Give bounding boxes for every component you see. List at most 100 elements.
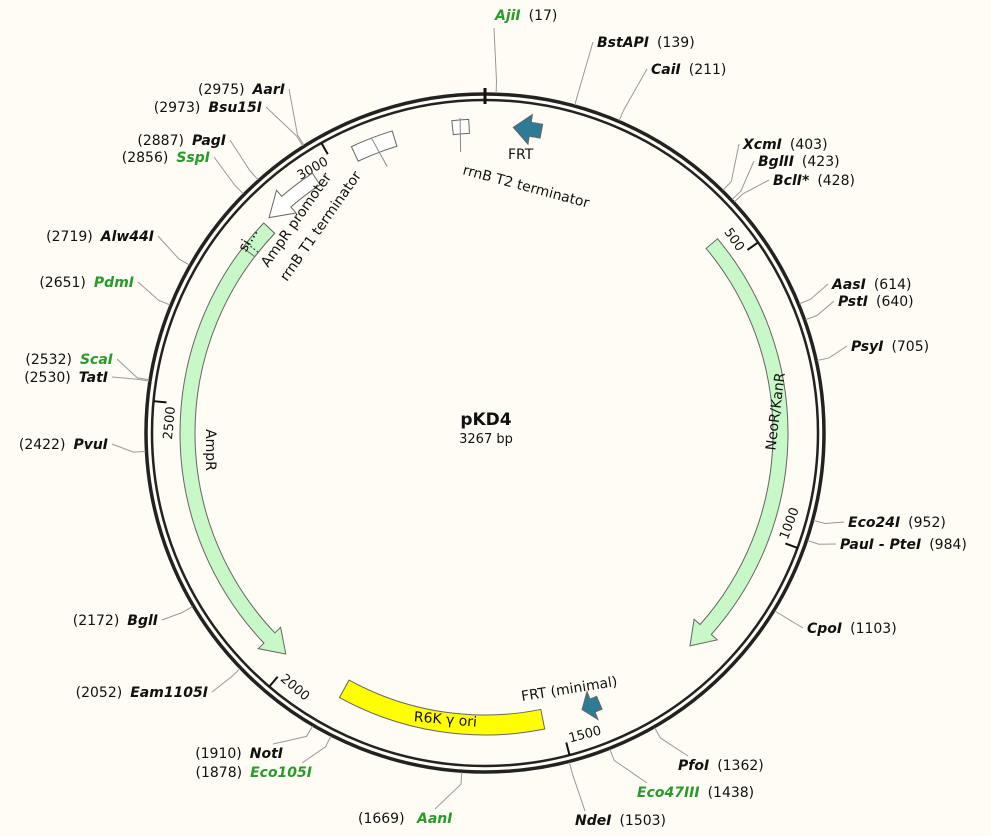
site-label-psti[interactable]: PstI (640) bbox=[838, 294, 914, 310]
tick-mark bbox=[565, 742, 571, 756]
site-position: (952) bbox=[908, 515, 946, 531]
site-position: (2887) bbox=[137, 133, 184, 149]
site-position: (403) bbox=[790, 137, 828, 153]
site-position: (1103) bbox=[850, 621, 897, 637]
site-name: Eco24I bbox=[848, 515, 900, 531]
site-label-eam1105i[interactable]: (2052) Eam1105I bbox=[76, 685, 208, 701]
site-label-psyi[interactable]: PsyI(705) bbox=[851, 339, 929, 355]
site-position: (705) bbox=[891, 339, 929, 355]
site-name: BstAPI bbox=[597, 35, 649, 51]
leader-line bbox=[111, 443, 146, 453]
site-name: AarI bbox=[252, 82, 285, 98]
site-name: PagI bbox=[192, 133, 226, 149]
leader-line bbox=[722, 143, 740, 191]
site-label-alw44i[interactable]: (2719) Alw44I bbox=[46, 229, 154, 245]
leader-line bbox=[213, 156, 244, 195]
rrnb-t2-connector bbox=[459, 117, 462, 153]
site-label-aasi[interactable]: AasI(614) bbox=[831, 277, 911, 293]
leader-line bbox=[731, 160, 755, 200]
feature-frt[interactable] bbox=[512, 113, 544, 146]
site-label-noti[interactable]: (1910)NotI bbox=[195, 746, 283, 762]
leader-line bbox=[774, 610, 804, 629]
site-label-bstapi[interactable]: BstAPI (139) bbox=[597, 35, 695, 51]
site-position: (1362) bbox=[717, 758, 764, 774]
site-label-bgli[interactable]: (2172)BglI bbox=[73, 613, 158, 629]
site-position: (640) bbox=[876, 294, 914, 310]
leader-line bbox=[161, 605, 193, 621]
site-label-aani[interactable]: (1669) AanI bbox=[358, 811, 452, 827]
feature-label-rrnb-t2: rrnB T2 terminator bbox=[461, 162, 591, 211]
site-label-ndei[interactable]: NdeI(1503) bbox=[575, 813, 666, 829]
site-label-aari[interactable]: (2975)AarI bbox=[198, 82, 285, 98]
site-label-eco105i[interactable]: (1878)Eco105I bbox=[196, 765, 312, 781]
site-name: TatI bbox=[79, 370, 108, 386]
leader-line bbox=[265, 106, 304, 147]
site-leader-lines bbox=[111, 27, 848, 812]
site-name: NdeI bbox=[575, 813, 611, 829]
feature-rrnb-t1-terminator[interactable] bbox=[350, 130, 398, 162]
site-label-caii[interactable]: CaiI(211) bbox=[651, 62, 726, 78]
feature-label-frt: FRT bbox=[508, 147, 534, 163]
site-name: AanI bbox=[416, 811, 452, 827]
site-position: (1438) bbox=[708, 785, 755, 801]
tick-mark bbox=[268, 676, 279, 688]
site-label-sspi[interactable]: (2856)SspI bbox=[122, 150, 210, 166]
site-name: PdmI bbox=[94, 275, 134, 291]
feature-frt-minimal[interactable] bbox=[581, 690, 603, 721]
site-label-scai[interactable]: (2532)ScaI bbox=[25, 352, 113, 368]
site-label-paui-ptei[interactable]: PauI - PteI (984) bbox=[840, 537, 967, 553]
tick-label: 2000 bbox=[277, 671, 312, 704]
site-label-pagi[interactable]: (2887) PagI bbox=[137, 133, 226, 149]
feature-ampr[interactable] bbox=[179, 222, 287, 655]
site-position: (211) bbox=[689, 62, 727, 78]
feature-label-frt-minimal: FRT (minimal) bbox=[520, 674, 618, 705]
site-position: (984) bbox=[929, 537, 967, 553]
leader-line bbox=[609, 749, 648, 784]
leader-line bbox=[211, 668, 241, 693]
leader-line bbox=[111, 376, 150, 382]
site-position: (17) bbox=[529, 8, 558, 24]
leader-line bbox=[654, 727, 689, 757]
leader-line bbox=[137, 281, 171, 306]
feature-neor-kanr[interactable] bbox=[689, 238, 789, 647]
site-label-cpoi[interactable]: CpoI (1103) bbox=[807, 621, 897, 637]
leader-line bbox=[229, 139, 259, 181]
site-position: (2532) bbox=[25, 352, 72, 368]
site-label-pfoi[interactable]: PfoI(1362) bbox=[678, 758, 764, 774]
site-name: Alw44I bbox=[100, 229, 154, 245]
features-layer bbox=[179, 113, 789, 736]
site-name: AjiI bbox=[494, 8, 521, 24]
site-position: (1669) bbox=[358, 811, 405, 827]
feature-ampr-promoter[interactable] bbox=[268, 172, 321, 219]
leader-line bbox=[568, 762, 586, 812]
feature-r6k-ori[interactable] bbox=[338, 679, 546, 736]
site-label-pdmi[interactable]: (2651)PdmI bbox=[39, 275, 134, 291]
site-name: Eco47III bbox=[637, 785, 700, 801]
plasmid-name: pKD4 bbox=[460, 410, 511, 430]
site-name: CpoI bbox=[807, 621, 842, 637]
site-position: (2172) bbox=[73, 613, 120, 629]
site-label-bsu15i[interactable]: (2973)Bsu15I bbox=[154, 100, 262, 116]
leader-line bbox=[157, 235, 190, 266]
leader-line bbox=[807, 540, 837, 545]
site-position: (139) bbox=[657, 35, 695, 51]
site-label-bcli-[interactable]: BclI*(428) bbox=[773, 173, 855, 189]
site-name: SspI bbox=[176, 150, 210, 166]
leader-line bbox=[493, 27, 498, 94]
site-name: PstI bbox=[838, 294, 868, 310]
site-name: Eam1105I bbox=[130, 685, 208, 701]
site-label-xcmi[interactable]: XcmI(403) bbox=[742, 137, 828, 153]
site-label-eco47iii[interactable]: Eco47III (1438) bbox=[637, 785, 754, 801]
site-name: PauI - PteI bbox=[840, 537, 921, 553]
site-name: BclI* bbox=[773, 173, 810, 189]
feature-signal[interactable] bbox=[242, 222, 276, 258]
signal-boundary bbox=[246, 242, 259, 253]
site-label-eco24i[interactable]: Eco24I (952) bbox=[848, 515, 946, 531]
site-position: (2052) bbox=[76, 685, 123, 701]
site-label-pvui[interactable]: (2422)PvuI bbox=[19, 437, 108, 453]
site-label-tati[interactable]: (2530)TatI bbox=[24, 370, 108, 386]
site-position: (2719) bbox=[46, 229, 93, 245]
site-label-ajii[interactable]: AjiI (17) bbox=[494, 8, 557, 24]
leader-line bbox=[116, 358, 150, 381]
site-label-bglii[interactable]: BglII(423) bbox=[758, 154, 840, 170]
